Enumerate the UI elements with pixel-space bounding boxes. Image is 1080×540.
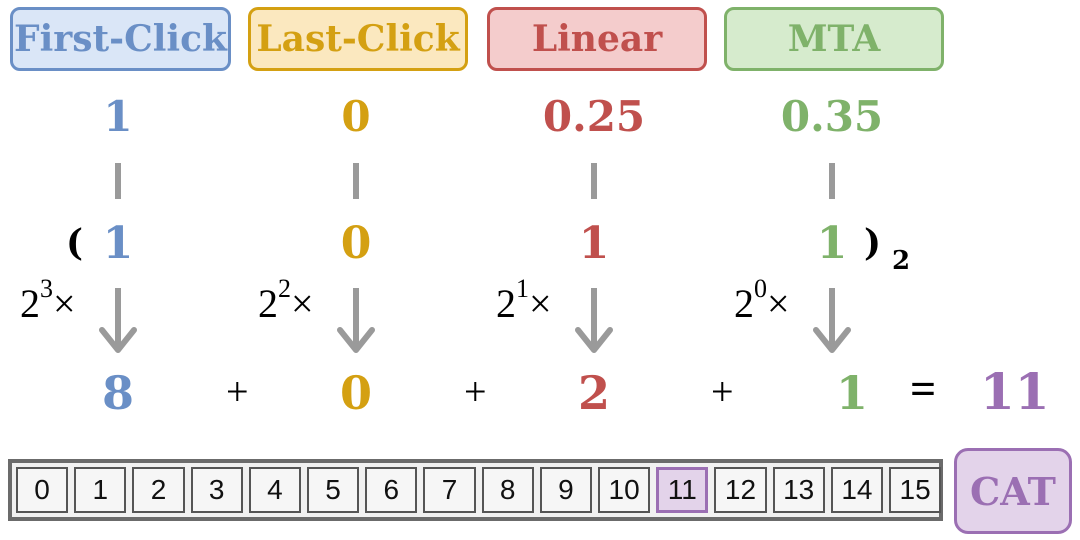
sum-result: 11 bbox=[980, 362, 1050, 421]
score-linear: 0.25 bbox=[542, 92, 646, 141]
category-cell[interactable]: 12 bbox=[714, 467, 767, 513]
score-first-click: 1 bbox=[103, 92, 133, 141]
power-base: 2 bbox=[258, 281, 278, 326]
method-label: First-Click bbox=[14, 18, 227, 60]
times-sign: × bbox=[529, 281, 552, 326]
method-box-last-click: Last-Click bbox=[248, 7, 468, 71]
power-base: 2 bbox=[496, 281, 516, 326]
power-exp: 1 bbox=[516, 274, 529, 303]
score-last-click: 0 bbox=[341, 92, 371, 141]
term-mta: 1 bbox=[835, 366, 868, 420]
category-cell[interactable]: 6 bbox=[365, 467, 418, 513]
bit-mta: 1 bbox=[816, 218, 848, 269]
term-linear: 2 bbox=[577, 366, 610, 420]
category-cell[interactable]: 9 bbox=[539, 467, 592, 513]
connector-dash bbox=[829, 163, 835, 199]
method-label: MTA bbox=[787, 18, 881, 60]
method-box-mta: MTA bbox=[724, 7, 944, 71]
bit-linear: 1 bbox=[578, 218, 610, 269]
times-sign: × bbox=[53, 281, 76, 326]
connector-dash bbox=[591, 163, 597, 199]
cat-label: CAT bbox=[970, 468, 1056, 514]
connector-dash bbox=[353, 163, 359, 199]
category-cell[interactable]: 13 bbox=[772, 467, 825, 513]
times-sign: × bbox=[767, 281, 790, 326]
power-exp: 3 bbox=[40, 274, 53, 303]
category-cell[interactable]: 15 bbox=[889, 467, 942, 513]
category-cell[interactable]: 5 bbox=[307, 467, 360, 513]
down-arrow-icon bbox=[575, 288, 613, 353]
power-base: 2 bbox=[20, 281, 40, 326]
method-label: Linear bbox=[531, 18, 663, 60]
power-exp: 2 bbox=[278, 274, 291, 303]
bit-first-click: 1 bbox=[102, 218, 134, 269]
equals-sign: = bbox=[910, 363, 937, 414]
plus-sign: + bbox=[711, 369, 734, 414]
base-subscript: 2 bbox=[892, 246, 911, 276]
category-cell[interactable]: 4 bbox=[248, 467, 301, 513]
category-cell-selected[interactable]: 11 bbox=[656, 467, 709, 513]
category-cell[interactable]: 1 bbox=[74, 467, 127, 513]
down-arrow-icon bbox=[813, 288, 851, 353]
close-paren: ) bbox=[864, 222, 882, 264]
category-cell[interactable]: 14 bbox=[830, 467, 883, 513]
method-box-first-click: First-Click bbox=[10, 7, 231, 71]
cat-button[interactable]: CAT bbox=[954, 448, 1072, 534]
plus-sign: + bbox=[464, 369, 487, 414]
connector-dash bbox=[115, 163, 121, 199]
power-of-two: 23× bbox=[20, 274, 76, 327]
power-exp: 0 bbox=[754, 274, 767, 303]
method-label: Last-Click bbox=[256, 18, 460, 60]
power-base: 2 bbox=[734, 281, 754, 326]
category-cell[interactable]: 7 bbox=[423, 467, 476, 513]
term-last-click: 0 bbox=[339, 366, 372, 420]
category-cell[interactable]: 2 bbox=[132, 467, 185, 513]
power-of-two: 21× bbox=[496, 274, 552, 327]
term-first-click: 8 bbox=[101, 366, 134, 420]
times-sign: × bbox=[291, 281, 314, 326]
power-of-two: 20× bbox=[734, 274, 790, 327]
down-arrow-icon bbox=[99, 288, 137, 353]
method-box-linear: Linear bbox=[487, 7, 707, 71]
category-cell[interactable]: 0 bbox=[16, 467, 69, 513]
category-cell[interactable]: 3 bbox=[190, 467, 243, 513]
score-mta: 0.35 bbox=[780, 92, 884, 141]
open-paren: ( bbox=[66, 222, 84, 264]
plus-sign: + bbox=[226, 369, 249, 414]
bit-last-click: 0 bbox=[340, 218, 372, 269]
power-of-two: 22× bbox=[258, 274, 314, 327]
category-cell[interactable]: 10 bbox=[598, 467, 651, 513]
category-cell[interactable]: 8 bbox=[481, 467, 534, 513]
down-arrow-icon bbox=[337, 288, 375, 353]
